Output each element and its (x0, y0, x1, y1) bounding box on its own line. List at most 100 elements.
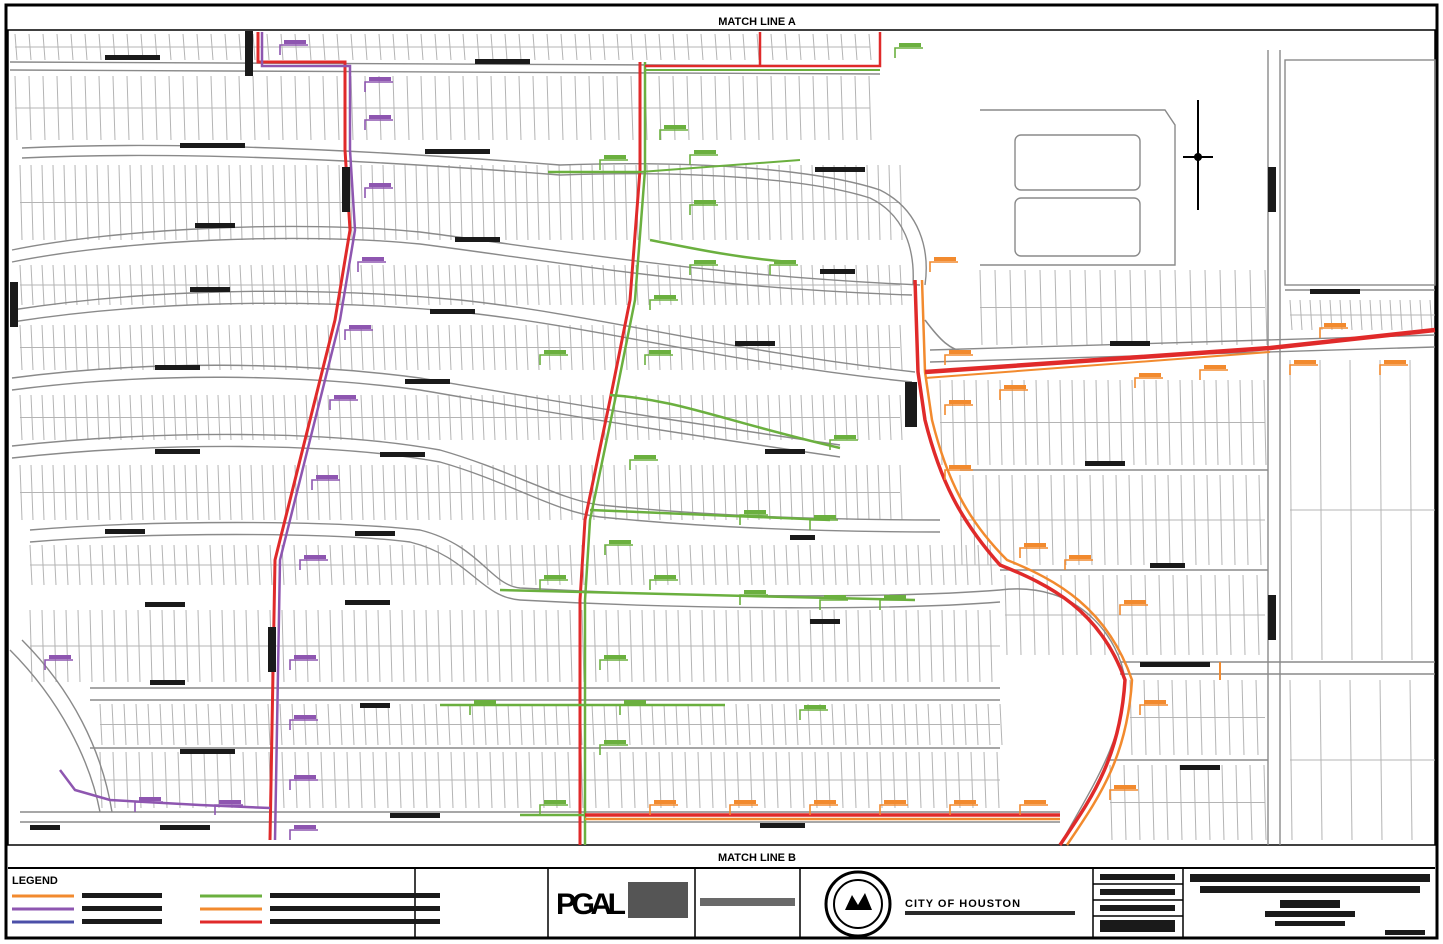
orange-red-main (585, 279, 1436, 846)
callout-tag-label (1204, 365, 1226, 369)
callout-tag (644, 354, 673, 365)
callout-tag-label (1024, 543, 1046, 547)
callout-tag (289, 719, 318, 730)
street-diag-b (21, 639, 113, 813)
callout-tag-label (949, 350, 971, 354)
callout-tag (649, 299, 678, 310)
street-name-label (735, 341, 775, 346)
callout-tag (809, 519, 838, 530)
callout-tag (344, 329, 373, 340)
lot-line (1264, 269, 1268, 346)
callout-tag (879, 599, 908, 610)
street-name-label (810, 619, 840, 624)
street-name-label (1268, 595, 1276, 640)
callout-tag-label (804, 705, 826, 709)
callout-tag (879, 804, 908, 815)
callout-tag-label (824, 595, 846, 599)
callout-tag-label (694, 200, 716, 204)
callout-tag-label (774, 260, 796, 264)
match-line-bottom: MATCH LINE B (718, 852, 796, 864)
callout-tag-label (474, 700, 496, 704)
street-name-label (815, 167, 865, 172)
firm-logo-text-block (628, 882, 688, 918)
callout-tag (311, 479, 340, 490)
callout-tag-label (294, 775, 316, 779)
street-name-label (155, 449, 200, 454)
street-curve-5b (11, 445, 941, 533)
street-name-label (380, 452, 425, 457)
callout-tag-label (294, 655, 316, 659)
street-name-label (475, 59, 530, 64)
callout-tag (289, 659, 318, 670)
callout-tag-label (544, 575, 566, 579)
callout-tag (649, 579, 678, 590)
callout-tag-label (814, 800, 836, 804)
street-name-label (405, 379, 450, 384)
block-2 (1014, 197, 1141, 257)
block-3 (1284, 59, 1436, 286)
callout-tag (809, 804, 838, 815)
callout-tag-label (1114, 785, 1136, 789)
callout-tag-label (744, 510, 766, 514)
street-name-label (1085, 461, 1125, 466)
street-name-label (430, 309, 475, 314)
street-name-label (195, 223, 235, 228)
street-name-label (105, 529, 145, 534)
callout-tag (1119, 604, 1148, 615)
street-labels (10, 31, 1360, 830)
callout-tag-label (734, 800, 756, 804)
street-name-label (245, 31, 253, 76)
block-1 (1014, 134, 1141, 191)
callout-tag (769, 264, 798, 275)
callout-tag-label (1139, 373, 1161, 377)
street-curve-6b (29, 533, 1001, 609)
callout-tag (539, 354, 568, 365)
callout-tag (289, 829, 318, 840)
callout-tag-label (654, 295, 676, 299)
callout-tag-label (934, 257, 956, 261)
streets (9, 50, 1436, 846)
callout-tag (469, 704, 498, 715)
street-name-label (145, 602, 185, 607)
callout-tag-label (1024, 800, 1046, 804)
callout-tag-label (604, 155, 626, 159)
callout-tag (739, 594, 768, 605)
street-name-label (10, 282, 18, 327)
callout-tag-label (1294, 360, 1316, 364)
callout-tag-label (954, 800, 976, 804)
callout-tag (299, 559, 328, 570)
callout-tag-label (219, 800, 241, 804)
street-name-label (1110, 341, 1150, 346)
callout-tag-label (884, 800, 906, 804)
callout-tag (279, 44, 308, 55)
callout-tag (894, 47, 923, 58)
callout-tag (539, 579, 568, 590)
callout-tag (357, 261, 386, 272)
callout-tag (739, 514, 768, 525)
callout-tag (659, 129, 688, 140)
street-name-label (1268, 167, 1276, 212)
callout-tag (944, 404, 973, 415)
legend-label (270, 893, 440, 898)
callout-tag (289, 779, 318, 790)
callout-tag (649, 804, 678, 815)
street-name-label (390, 813, 440, 818)
street-name-label (360, 703, 390, 708)
street-name-label (30, 825, 60, 830)
callout-tag (539, 804, 568, 815)
street-name-label (180, 749, 235, 754)
street-name-label (760, 823, 805, 828)
callout-tags (44, 40, 1408, 840)
street-curve-4 (11, 364, 841, 446)
consultant-stamp (700, 898, 795, 906)
street-name-label (155, 365, 200, 370)
callout-tag (1199, 369, 1228, 380)
lot-line (899, 324, 903, 371)
callout-tag-label (604, 655, 626, 659)
street-name-label (355, 531, 395, 536)
street-name-label (820, 269, 855, 274)
street-name-label (1150, 563, 1185, 568)
callout-tag-label (369, 77, 391, 81)
callout-tag (329, 399, 358, 410)
callout-tag (1109, 789, 1138, 800)
